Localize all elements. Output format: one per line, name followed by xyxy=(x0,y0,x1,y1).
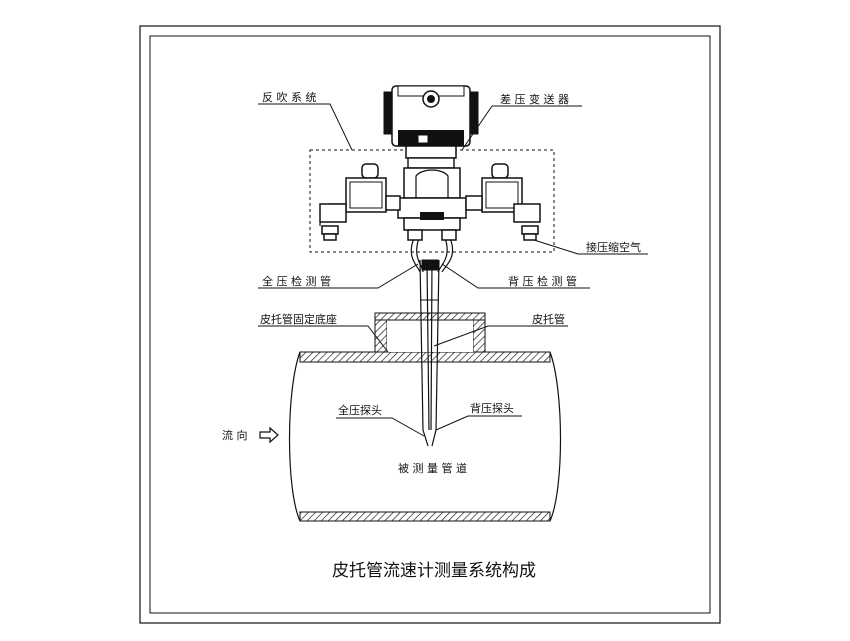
inner-frame xyxy=(149,35,711,614)
leader-lines xyxy=(258,103,648,437)
outer-frame xyxy=(139,25,721,624)
diagram-title: 皮托管流速计测量系统构成 xyxy=(332,561,536,581)
label-back-pressure-tube: 背 压 检 测 管 xyxy=(508,274,577,288)
label-compressed-air: 接压缩空气 xyxy=(586,240,641,254)
right-solenoid-valve xyxy=(465,163,541,241)
label-flow-direction: 流 向 xyxy=(222,428,248,442)
pitot-fixed-base xyxy=(374,312,486,353)
label-reverse-blow: 反 吹 系 统 xyxy=(262,91,317,104)
label-back-probe: 背压探头 xyxy=(470,401,514,415)
label-total-probe: 全压探头 xyxy=(338,403,382,417)
label-pitot-tube: 皮托管 xyxy=(532,312,565,326)
label-measured-pipe: 被 测 量 管 道 xyxy=(398,461,467,475)
flow-direction-arrow xyxy=(259,426,279,444)
label-pitot-base: 皮托管固定底座 xyxy=(260,312,337,326)
left-solenoid-valve xyxy=(319,163,401,241)
valve-manifold xyxy=(397,167,467,241)
sensing-tubes xyxy=(410,237,454,273)
label-total-pressure-tube: 全 压 检 测 管 xyxy=(262,274,331,288)
label-dp-transmitter: 差 压 变 送 器 xyxy=(500,92,569,106)
dp-transmitter xyxy=(383,85,479,169)
